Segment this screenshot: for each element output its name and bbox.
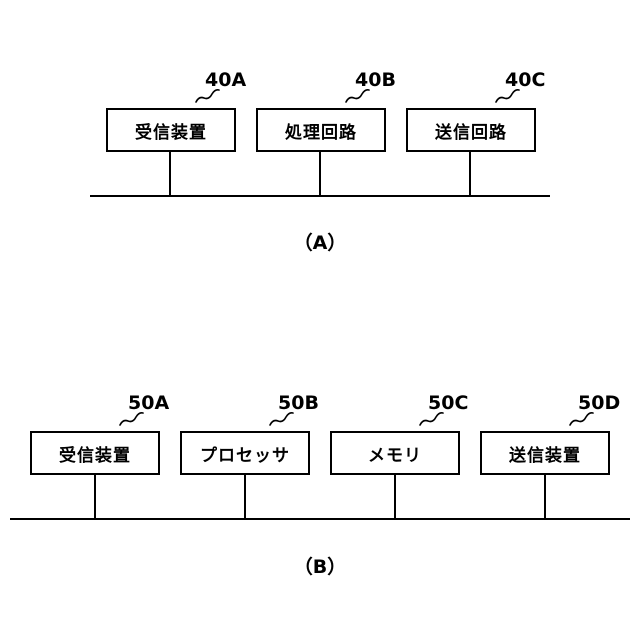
- leader-40b: [346, 90, 369, 102]
- leader-40a: [196, 90, 219, 102]
- connector-50d: [544, 475, 546, 519]
- leader-40c: [496, 90, 519, 102]
- connector-40a: [169, 152, 171, 196]
- ref-label-40c: 40C: [505, 70, 545, 90]
- block-label: 送信装置: [509, 441, 581, 466]
- connector-40b: [319, 152, 321, 196]
- block-receiver-40a: 受信装置: [106, 108, 236, 152]
- block-memory-50c: メモリ: [330, 431, 460, 475]
- block-receiver-50a: 受信装置: [30, 431, 160, 475]
- leader-50d: [570, 413, 593, 425]
- connector-50a: [94, 475, 96, 519]
- ref-label-50c: 50C: [428, 393, 468, 413]
- ref-label-50b: 50B: [278, 393, 319, 413]
- connector-40c: [469, 152, 471, 196]
- leader-50c: [420, 413, 443, 425]
- ref-label-40b: 40B: [355, 70, 396, 90]
- caption-a: （A）: [270, 232, 370, 254]
- leader-50a: [120, 413, 143, 425]
- block-transmit-circuit-40c: 送信回路: [406, 108, 536, 152]
- block-label: 受信装置: [59, 441, 131, 466]
- bus-line-b: [10, 518, 630, 520]
- connector-50c: [394, 475, 396, 519]
- block-processing-circuit-40b: 処理回路: [256, 108, 386, 152]
- block-label: 処理回路: [285, 118, 357, 143]
- caption-b: （B）: [270, 556, 370, 578]
- ref-label-40a: 40A: [205, 70, 246, 90]
- connector-50b: [244, 475, 246, 519]
- leader-50b: [270, 413, 293, 425]
- block-label: 送信回路: [435, 118, 507, 143]
- ref-label-50a: 50A: [128, 393, 169, 413]
- block-processor-50b: プロセッサ: [180, 431, 310, 475]
- ref-label-50d: 50D: [578, 393, 620, 413]
- block-transmitter-50d: 送信装置: [480, 431, 610, 475]
- block-label: プロセッサ: [200, 441, 290, 466]
- block-label: メモリ: [368, 441, 422, 466]
- block-label: 受信装置: [135, 118, 207, 143]
